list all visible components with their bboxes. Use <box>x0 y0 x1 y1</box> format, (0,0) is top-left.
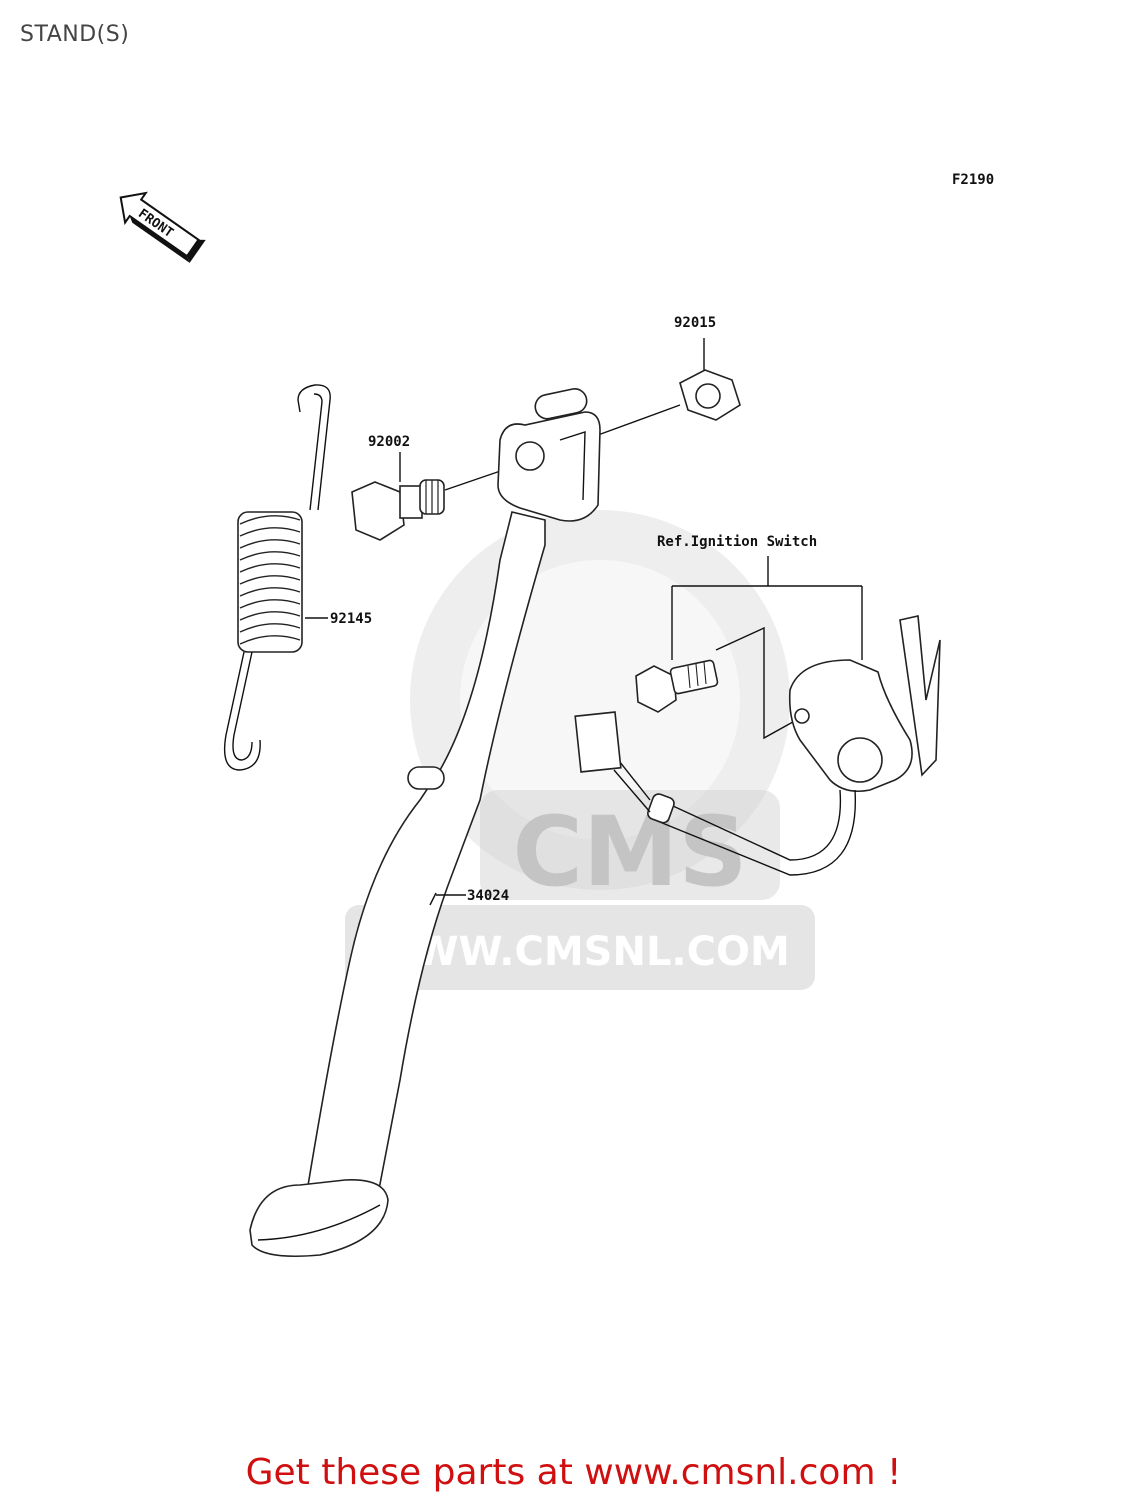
ref-ignition-switch-label: Ref.Ignition Switch <box>657 534 817 550</box>
callout-92002: 92002 <box>368 434 410 450</box>
get-parts-link-text[interactable]: Get these parts at www.cmsnl.com ! <box>245 1452 902 1493</box>
side-stand-34024 <box>249 411 601 1258</box>
front-arrow-icon: FRONT <box>119 191 206 263</box>
figure-code: F2190 <box>952 172 994 188</box>
ref-leader-lines <box>671 556 863 660</box>
watermark-url: WWW.CMSNL.COM <box>370 929 790 975</box>
callout-92015: 92015 <box>674 315 716 331</box>
nut-92015 <box>679 369 741 421</box>
callout-34024: 34024 <box>467 888 509 904</box>
watermark-brand: CMS <box>512 796 747 908</box>
pivot-pin <box>534 388 588 420</box>
ignition-switch-sensor <box>574 615 941 876</box>
switch-bolt <box>635 659 719 713</box>
cms-watermark: CMS WWW.CMSNL.COM <box>345 510 815 990</box>
spring-92145 <box>223 384 331 771</box>
bolt-92002 <box>351 479 445 541</box>
get-parts-link[interactable]: Get these parts at www.cmsnl.com ! <box>0 1452 1147 1493</box>
callout-92145: 92145 <box>330 611 372 627</box>
page-title: STAND(S) <box>20 22 130 47</box>
